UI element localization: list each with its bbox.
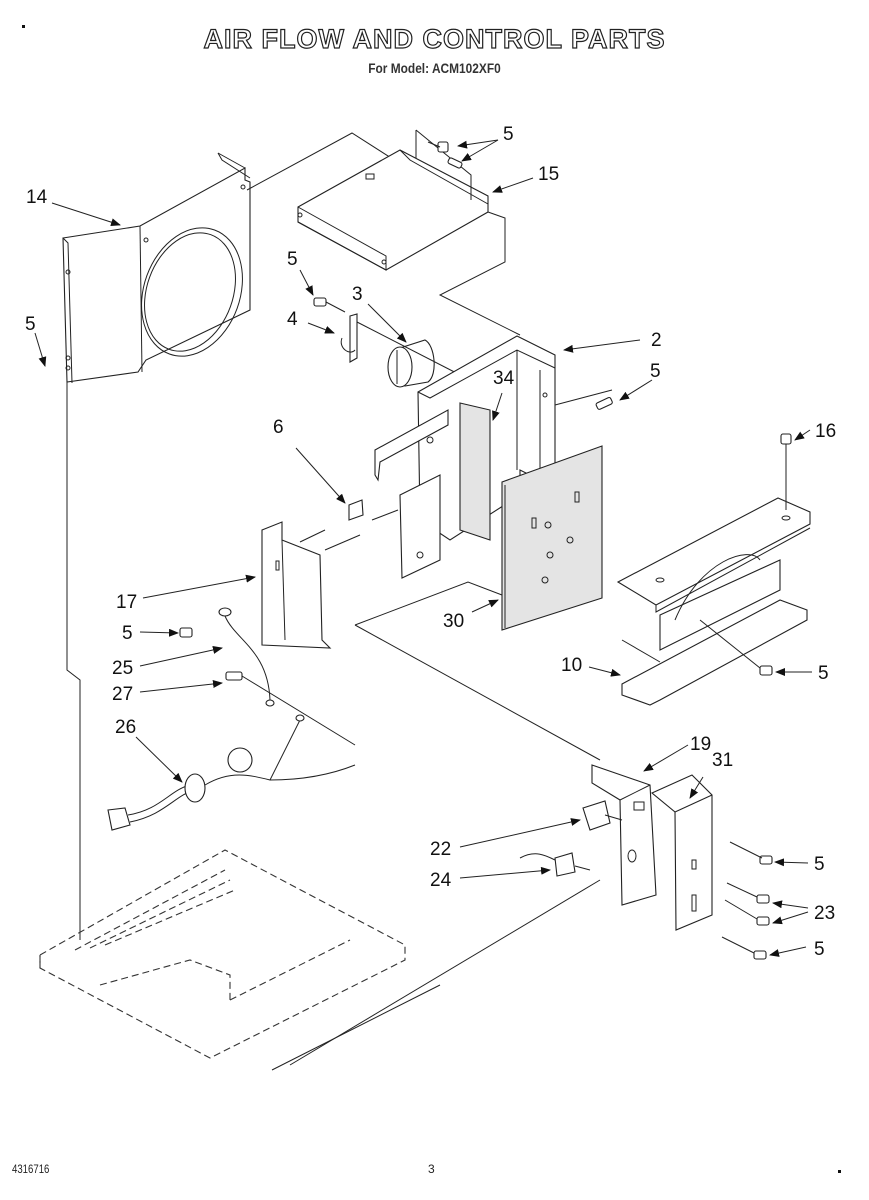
- alignment-line: [438, 211, 521, 336]
- callout-10[interactable]: 10: [561, 655, 582, 676]
- part-30-insulation-panel[interactable]: [501, 445, 603, 631]
- part-3-capacitor[interactable]: [387, 339, 435, 388]
- callout-5[interactable]: 5: [818, 663, 829, 684]
- screw-icon: [427, 141, 449, 153]
- screw-icon: [447, 157, 463, 169]
- callout-16[interactable]: 16: [815, 421, 836, 442]
- page-title: AIR FLOW AND CONTROL PARTS: [203, 23, 666, 54]
- screw-icon: [726, 882, 770, 904]
- callout-5[interactable]: 5: [287, 249, 298, 270]
- alignment-line: [354, 581, 503, 626]
- callout-3[interactable]: 3: [352, 284, 363, 305]
- part-22-selector-switch[interactable]: [582, 800, 623, 831]
- scan-mark: [838, 1170, 841, 1173]
- alignment-line: [554, 389, 613, 406]
- screw-icon: [721, 936, 767, 960]
- callout-30[interactable]: 30: [443, 611, 464, 632]
- callout-26[interactable]: 26: [115, 717, 136, 738]
- callout-5[interactable]: 5: [503, 124, 514, 145]
- part-17-cord-bracket[interactable]: [261, 521, 332, 649]
- callout-labels: 14 5 5 15 5 3 4 2 5 34 6 16 17 5 30 25 2…: [25, 124, 836, 960]
- callout-27[interactable]: 27: [112, 684, 133, 705]
- callout-24[interactable]: 24: [430, 870, 452, 891]
- screw-icon: [724, 899, 770, 926]
- scan-mark: [22, 25, 25, 28]
- callout-5[interactable]: 5: [814, 854, 825, 875]
- callout-31[interactable]: 31: [712, 750, 733, 771]
- callout-22[interactable]: 22: [430, 839, 451, 860]
- callout-5[interactable]: 5: [122, 623, 133, 644]
- document-number: 4316716: [12, 1162, 50, 1176]
- callout-5[interactable]: 5: [814, 939, 825, 960]
- alignment-line: [241, 675, 356, 746]
- alignment-line: [371, 509, 399, 521]
- screw-icon: [313, 297, 346, 313]
- screw-icon: [179, 627, 193, 638]
- callout-4[interactable]: 4: [287, 309, 298, 330]
- screw-icon: [780, 433, 792, 510]
- callout-19[interactable]: 19: [690, 734, 711, 755]
- part-6-clip[interactable]: [348, 499, 364, 521]
- part-34-insulation-strip[interactable]: [459, 402, 491, 541]
- callout-leaders: [34, 139, 812, 957]
- callout-17[interactable]: 17: [116, 592, 137, 613]
- alignment-line: [289, 879, 601, 1066]
- callout-23[interactable]: 23: [814, 903, 835, 924]
- part-27-ground-screw[interactable]: [225, 671, 243, 681]
- model-subtitle: For Model: ACM102XF0: [368, 60, 501, 76]
- part-10-fan-base[interactable]: [616, 497, 811, 706]
- alignment-line: [354, 624, 601, 761]
- callout-5[interactable]: 5: [650, 361, 661, 382]
- alignment-line: [324, 534, 361, 551]
- page-number: 3: [428, 1162, 435, 1176]
- callout-14[interactable]: 14: [26, 187, 48, 208]
- alignment-line: [66, 382, 81, 940]
- screw-icon: [595, 397, 613, 410]
- part-25-ground-wire[interactable]: [218, 607, 275, 707]
- part-26-power-cord[interactable]: [107, 714, 356, 831]
- callout-15[interactable]: 15: [538, 164, 559, 185]
- callout-5[interactable]: 5: [25, 314, 36, 335]
- screw-icon: [729, 841, 773, 865]
- callout-2[interactable]: 2: [651, 330, 662, 351]
- part-15-top-bracket[interactable]: [297, 129, 489, 271]
- base-pan: [39, 849, 441, 1071]
- alignment-line: [356, 321, 471, 381]
- part-19-control-bracket[interactable]: [591, 764, 657, 906]
- callout-34[interactable]: 34: [493, 368, 515, 389]
- part-31-control-cover[interactable]: [650, 774, 713, 931]
- callout-6[interactable]: 6: [273, 417, 284, 438]
- part-24-thermostat[interactable]: [519, 852, 591, 877]
- callout-25[interactable]: 25: [112, 658, 133, 679]
- part-14-fan-shroud[interactable]: [62, 152, 260, 384]
- part-4-capacitor-strap[interactable]: [340, 313, 358, 363]
- screw-icon: [699, 619, 773, 676]
